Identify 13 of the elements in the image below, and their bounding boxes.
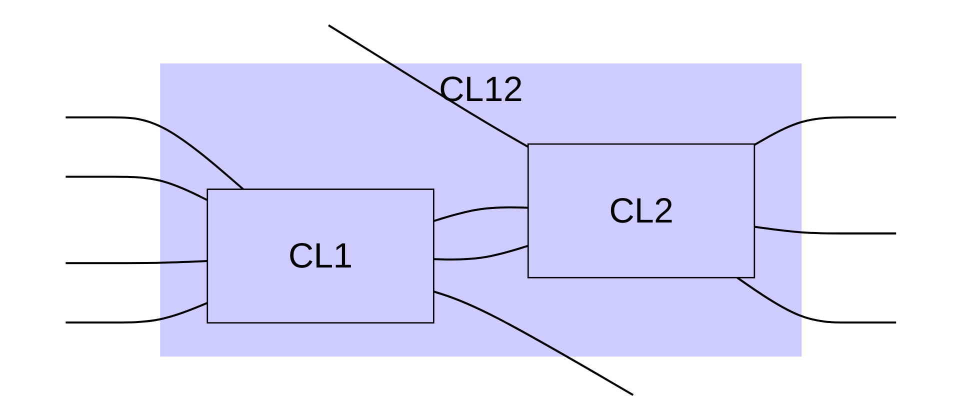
connector — [434, 244, 529, 261]
connector — [754, 116, 896, 146]
node-box: CL2 — [528, 143, 756, 278]
connector — [66, 116, 244, 190]
connector — [66, 260, 208, 264]
connector — [736, 276, 896, 324]
connector — [433, 290, 634, 396]
node-box: CL1 — [206, 188, 434, 324]
connector — [433, 206, 528, 222]
connector — [66, 302, 208, 324]
connector — [754, 226, 896, 234]
connector — [328, 24, 529, 148]
connector — [66, 176, 208, 202]
